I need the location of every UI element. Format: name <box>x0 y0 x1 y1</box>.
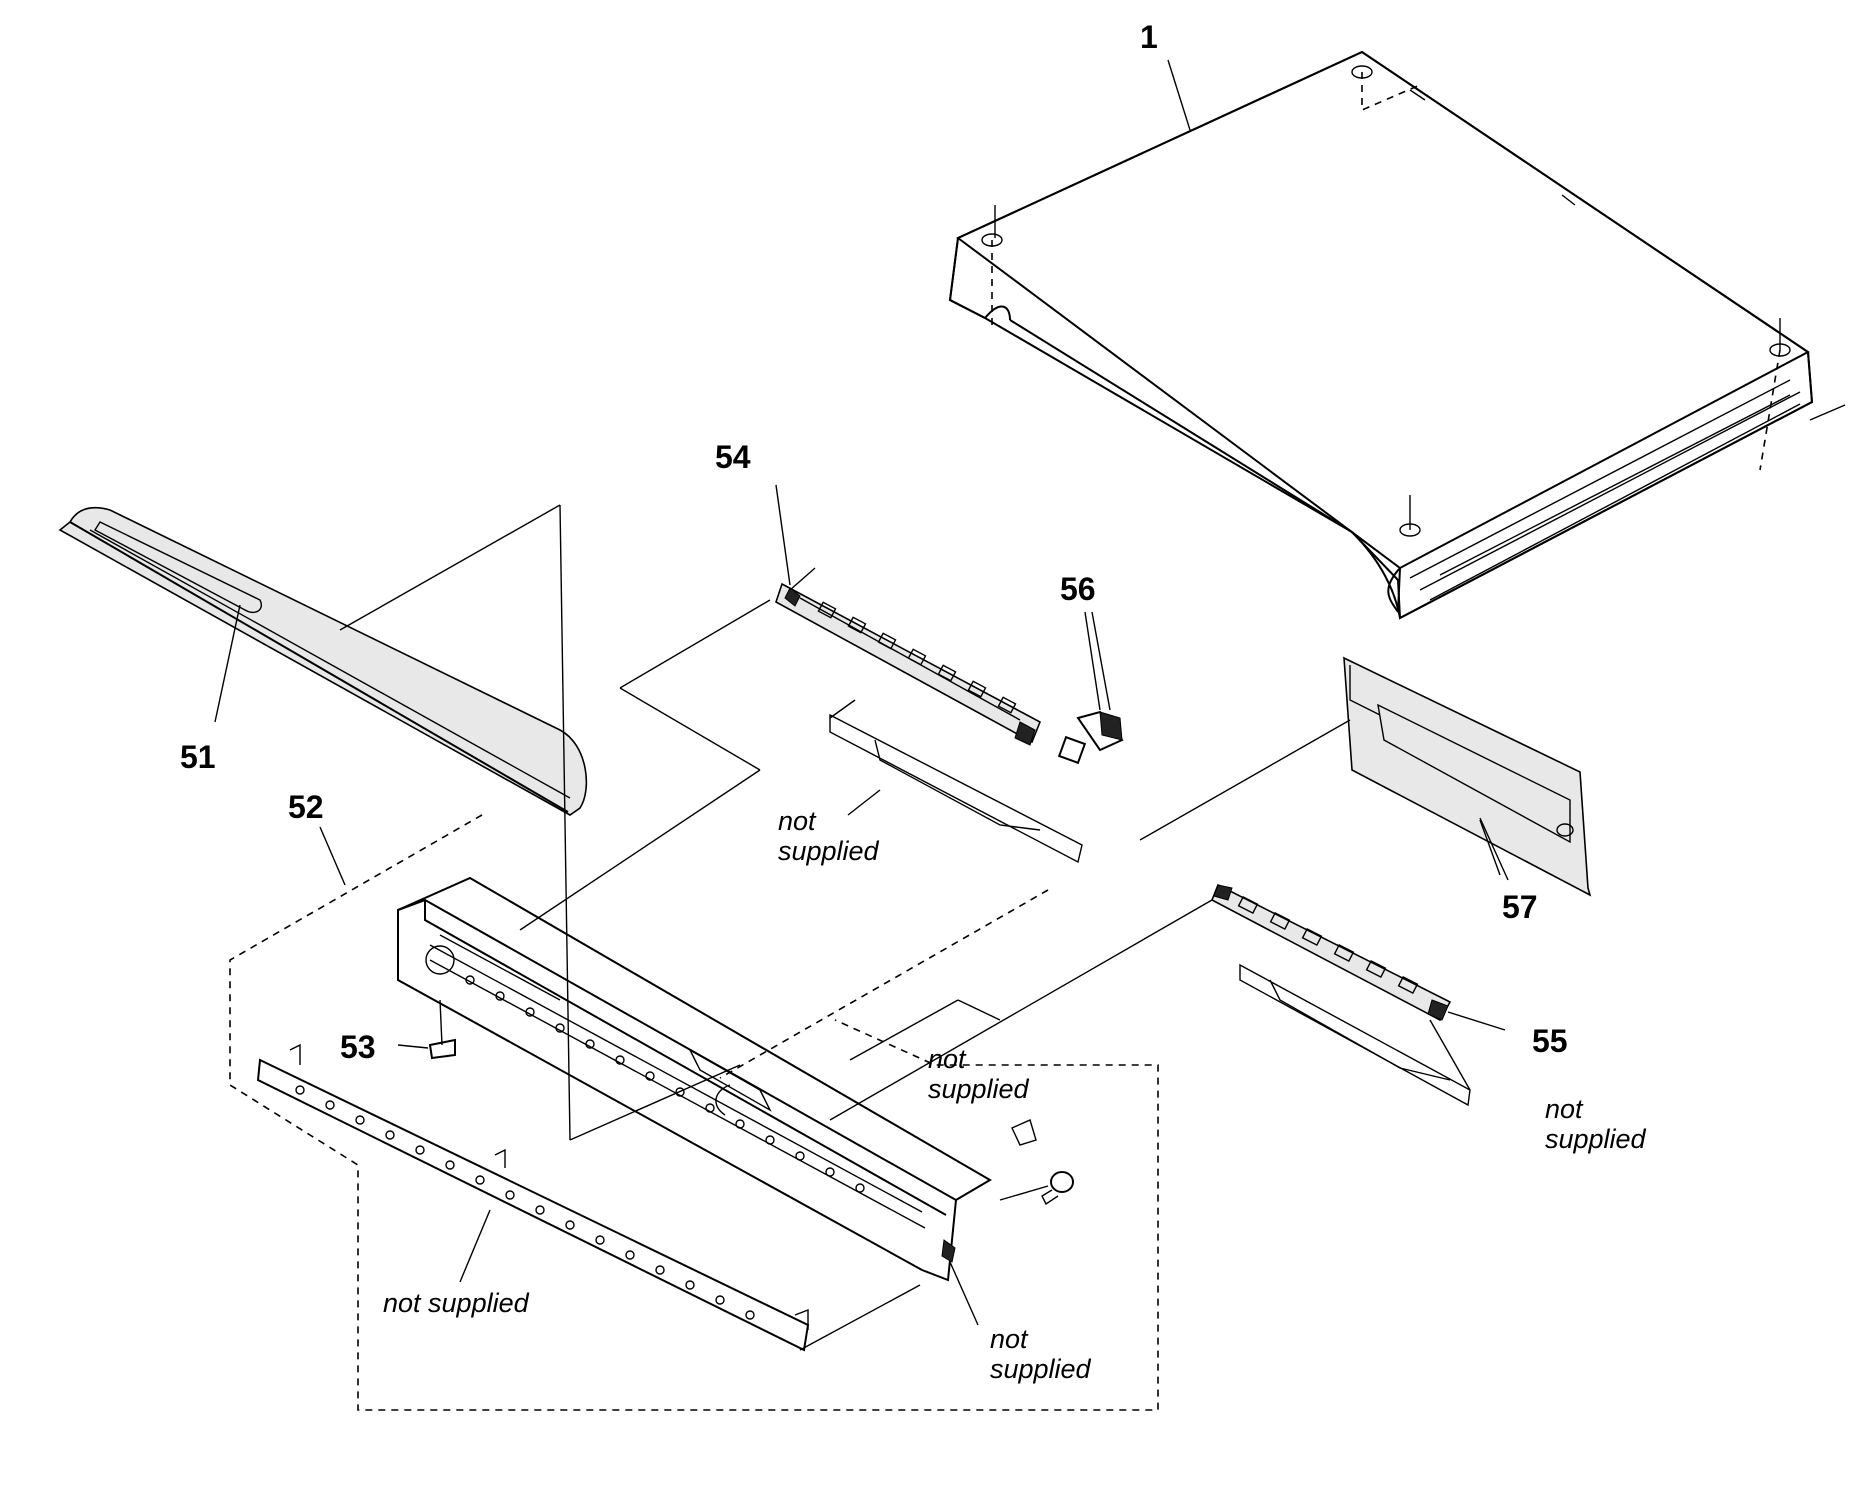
board-part-55 <box>1210 883 1506 1107</box>
note-not-supplied-rail: not supplied <box>383 1288 530 1318</box>
note-not-supplied-bracket-l1: not <box>928 1044 967 1074</box>
label-part-56: 56 <box>1060 571 1096 607</box>
note-not-supplied-bracket-l2: supplied <box>928 1074 1030 1104</box>
note-not-supplied-screw-l1: not <box>990 1324 1029 1354</box>
note-not-supplied-54-l2: supplied <box>778 836 880 866</box>
note-not-supplied-55-l1: not <box>1545 1094 1584 1124</box>
label-leaders <box>214 59 1509 1326</box>
label-part-52: 52 <box>288 789 324 825</box>
board-part-57 <box>1343 656 1592 897</box>
front-trim-part-51 <box>58 506 588 816</box>
top-cover-part-1 <box>948 50 1846 620</box>
label-part-53: 53 <box>340 1029 376 1065</box>
label-part-1: 1 <box>1140 19 1158 55</box>
front-panel-assembly-part-52 <box>229 814 1159 1411</box>
note-not-supplied-54-l1: not <box>778 806 817 836</box>
board-part-54 <box>775 567 1083 864</box>
connector-part-56 <box>1057 611 1124 765</box>
label-part-54: 54 <box>715 439 751 475</box>
screw <box>1041 1171 1074 1206</box>
note-not-supplied-screw-l2: supplied <box>990 1354 1092 1384</box>
label-part-55: 55 <box>1532 1023 1568 1059</box>
note-not-supplied-55-l2: supplied <box>1545 1124 1647 1154</box>
label-part-57: 57 <box>1502 889 1538 925</box>
label-part-51: 51 <box>180 739 216 775</box>
assembly-lines <box>339 504 1351 1351</box>
